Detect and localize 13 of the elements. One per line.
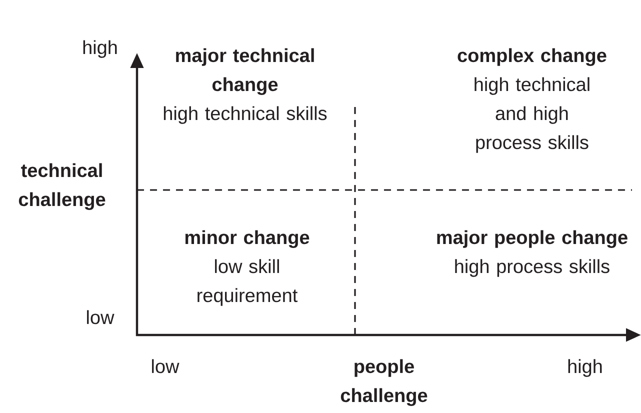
axis-value: high [83,40,117,58]
quadrant-text: high technical and high process skills [474,77,590,153]
axis-value: high [568,359,602,377]
quadrant-heading: major people change [437,230,628,248]
axis-title: technical challenge [18,163,106,210]
quadrant-text: low skill requirement [198,259,298,306]
quadrant-text: high process skills [455,259,610,277]
quadrant-text: high technical skills [164,106,327,124]
axis-value: low [87,310,114,324]
axis-value: low [152,359,180,374]
quadrant-heading: complex change [458,48,606,66]
axis-title: people challenge [340,359,428,406]
quadrant-heading: minor change [185,230,310,248]
